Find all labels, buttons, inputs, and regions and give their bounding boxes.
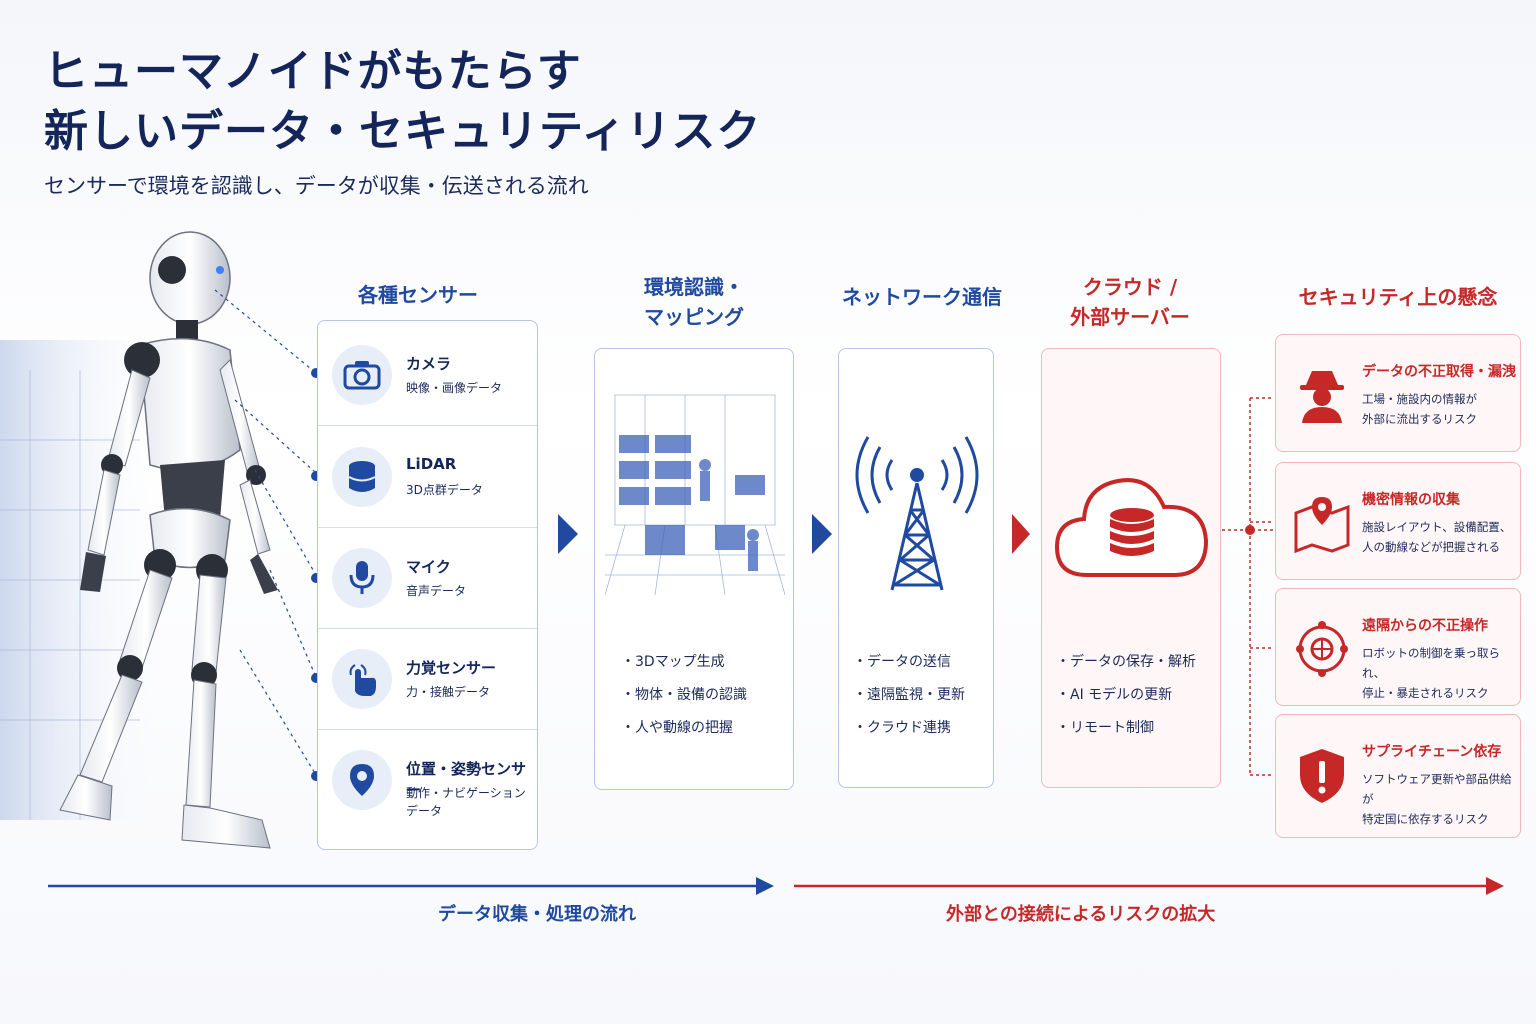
network-panel: データの送信 遠隔監視・更新 クラウド連携 — [838, 348, 994, 788]
bullet-item: 人や動線の把握 — [621, 717, 747, 750]
risk-title: 機密情報の収集 — [1362, 492, 1460, 508]
sensor-connector-dot — [311, 573, 321, 583]
flow-label-left: データ収集・処理の流れ — [438, 904, 636, 925]
sensor-name: マイク — [406, 558, 451, 576]
risk-card-supply-chain: サプライチェーン依存 ソフトウェア更新や部品供給が 特定国に依存するリスク — [1275, 714, 1521, 838]
sensor-name: 力覚センサー — [406, 659, 497, 677]
location-pin-icon — [332, 750, 392, 810]
antenna-tower-icon — [855, 436, 979, 591]
sensor-desc: 3D点群データ — [406, 483, 483, 497]
map-pin-icon — [1294, 497, 1350, 553]
sensor-row-lidar: LiDAR 3D点群データ — [318, 427, 537, 528]
bullet-item: クラウド連携 — [853, 717, 965, 750]
risk-card-remote-control: 遠隔からの不正操作 ロボットの制御を乗っ取られ、 停止・暴走されるリスク — [1275, 588, 1521, 706]
sensor-connector-dot — [311, 771, 321, 781]
mapping-bullets: 3Dマップ生成 物体・設備の認識 人や動線の把握 — [621, 651, 747, 750]
page-subtitle: センサーで環境を認識し、データが収集・伝送される流れ — [44, 174, 589, 198]
network-bullets: データの送信 遠隔監視・更新 クラウド連携 — [853, 651, 965, 750]
cloud-bullets: データの保存・解析 AI モデルの更新 リモート制御 — [1056, 651, 1196, 750]
bullet-item: 物体・設備の認識 — [621, 684, 747, 717]
bullet-item: 3Dマップ生成 — [621, 651, 747, 684]
lidar-icon — [332, 447, 392, 507]
sensor-name: カメラ — [406, 355, 452, 373]
warning-shield-icon — [1300, 749, 1344, 803]
bullet-item: リモート制御 — [1056, 717, 1196, 750]
risk-desc: ロボットの制御を乗っ取られ、 停止・暴走されるリスク — [1362, 646, 1500, 700]
bullet-item: AI モデルの更新 — [1056, 684, 1196, 717]
risk-desc: 工場・施設内の情報が 外部に流出するリスク — [1362, 392, 1477, 426]
humanoid-robot-illustration — [0, 220, 320, 870]
risk-connector-lines — [1222, 397, 1274, 776]
sensor-desc: 映像・画像データ — [406, 381, 503, 395]
cloud-heading-line1: クラウド / — [1082, 275, 1178, 299]
risk-card-data-leak: データの不正取得・漏洩 工場・施設内の情報が 外部に流出するリスク — [1275, 334, 1521, 452]
bottom-flow-arrows — [48, 877, 1504, 895]
sensor-connector-dot — [311, 471, 321, 481]
risk-desc: 施設レイアウト、設備配置、 人の動線などが把握される — [1362, 520, 1512, 554]
flow-arrow-icon — [558, 514, 578, 554]
sensor-desc: 力・接触データ — [406, 685, 491, 699]
cloud-heading-line2: 外部サーバー — [1070, 305, 1190, 329]
mapping-panel: 3Dマップ生成 物体・設備の認識 人や動線の把握 — [594, 348, 794, 790]
bullet-item: データの送信 — [853, 651, 965, 684]
flow-arrow-icon — [812, 514, 832, 554]
cloud-panel: データの保存・解析 AI モデルの更新 リモート制御 — [1041, 348, 1221, 788]
mapping-heading: 環境認識・ マッピング — [594, 272, 794, 332]
risks-heading: セキュリティ上の懸念 — [1298, 285, 1498, 309]
risk-desc: ソフトウェア更新や部品供給が 特定国に依存するリスク — [1362, 772, 1512, 826]
sensor-name: LiDAR — [406, 455, 457, 473]
cloud-heading: クラウド / 外部サーバー — [1040, 272, 1220, 332]
warehouse-map-illustration — [605, 394, 785, 595]
sensor-row-force: 力覚センサー 力・接触データ — [318, 629, 537, 730]
title-block: ヒューマノイドがもたらす 新しいデータ・セキュリティリスク — [44, 42, 761, 162]
mapping-heading-line1: 環境認識・ — [644, 275, 744, 299]
bullet-item: データの保存・解析 — [1056, 651, 1196, 684]
network-heading: ネットワーク通信 — [842, 285, 1002, 309]
sensor-connector-dot — [311, 368, 321, 378]
mapping-heading-line2: マッピング — [644, 305, 744, 329]
sensors-panel: カメラ 映像・画像データ LiDAR 3D点群データ マイク 音声データ 力覚セ… — [317, 320, 538, 850]
sensors-heading: 各種センサー — [358, 283, 478, 307]
page-title-line1: ヒューマノイドがもたらす — [44, 46, 582, 97]
sensor-desc: 音声データ — [406, 584, 467, 598]
risk-card-confidential-collection: 機密情報の収集 施設レイアウト、設備配置、 人の動線などが把握される — [1275, 462, 1521, 580]
touch-icon — [332, 649, 392, 709]
sensor-name: 位置・姿勢センサー — [406, 760, 527, 799]
bullet-item: 遠隔監視・更新 — [853, 684, 965, 717]
page-title-line2: 新しいデータ・セキュリティリスク — [44, 106, 762, 157]
cloud-database-icon — [1054, 478, 1209, 577]
sensor-row-position: 位置・姿勢センサー 動作・ナビゲーション データ — [318, 730, 537, 848]
risk-title: データの不正取得・漏洩 — [1362, 364, 1516, 380]
microphone-icon — [332, 548, 392, 608]
risk-title: サプライチェーン依存 — [1362, 744, 1502, 760]
sensor-row-microphone: マイク 音声データ — [318, 528, 537, 629]
flow-arrow-icon — [1012, 514, 1030, 554]
camera-icon — [332, 345, 392, 405]
sensor-row-camera: カメラ 映像・画像データ — [318, 325, 537, 426]
spy-icon — [1300, 371, 1344, 423]
sensor-connector-dot — [311, 673, 321, 683]
network-globe-icon — [1296, 621, 1348, 677]
sensor-desc: 動作・ナビゲーション データ — [406, 786, 526, 818]
robot-svg — [0, 231, 317, 849]
risk-title: 遠隔からの不正操作 — [1362, 618, 1488, 634]
flow-label-right: 外部との接続によるリスクの拡大 — [946, 904, 1216, 925]
